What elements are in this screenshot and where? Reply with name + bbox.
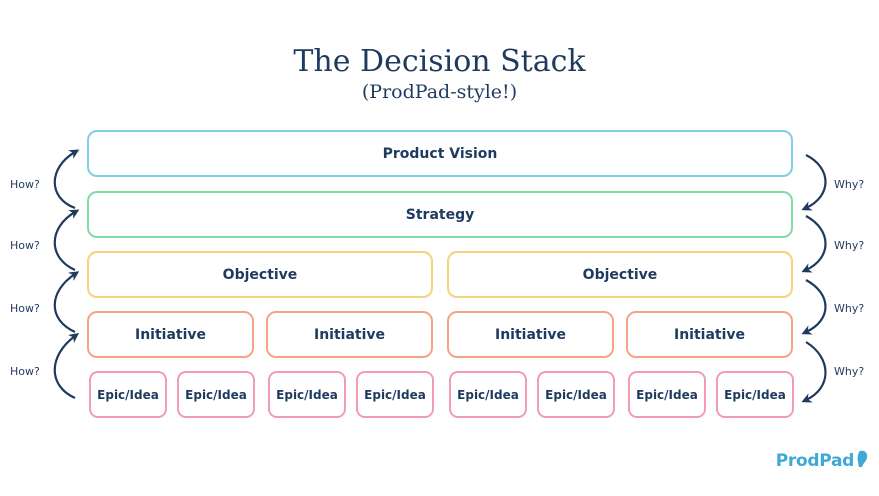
epic-idea-box: Epic/Idea — [89, 371, 167, 418]
epic-idea-box: Epic/Idea — [177, 371, 255, 418]
objective-box: Objective — [447, 251, 793, 298]
diagram-subtitle: (ProdPad-style!) — [361, 81, 518, 103]
epic-idea-box: Epic/Idea — [356, 371, 434, 418]
prodpad-logo: ProdPad — [776, 450, 869, 472]
how-arrow-3 — [53, 271, 80, 334]
initiative-box: Initiative — [87, 311, 254, 358]
epic-idea-box: Epic/Idea — [449, 371, 527, 418]
how-label-4: How? — [10, 365, 40, 378]
how-arrow-4 — [53, 333, 80, 400]
initiative-box: Initiative — [266, 311, 433, 358]
why-label-4: Why? — [834, 365, 865, 378]
objective-box: Objective — [87, 251, 433, 298]
how-label-3: How? — [10, 302, 40, 315]
initiative-box: Initiative — [447, 311, 614, 358]
diagram-title: The Decision Stack — [293, 44, 586, 79]
product-vision-box: Product Vision — [87, 130, 793, 177]
how-arrow-1 — [53, 149, 80, 210]
how-label-2: How? — [10, 239, 40, 252]
epic-idea-box: Epic/Idea — [628, 371, 706, 418]
epic-idea-box: Epic/Idea — [716, 371, 794, 418]
why-label-1: Why? — [834, 178, 865, 191]
why-label-3: Why? — [834, 302, 865, 315]
why-arrow-2 — [801, 215, 827, 273]
epic-idea-box: Epic/Idea — [268, 371, 346, 418]
why-label-2: Why? — [834, 239, 865, 252]
why-arrow-1 — [801, 154, 827, 211]
logo-wordmark: ProdPad — [775, 451, 855, 471]
how-label-1: How? — [10, 178, 40, 191]
epic-idea-box: Epic/Idea — [537, 371, 615, 418]
footprint-icon — [857, 450, 869, 472]
strategy-box: Strategy — [87, 191, 793, 238]
why-arrow-4 — [801, 341, 827, 403]
initiative-box: Initiative — [626, 311, 793, 358]
why-arrow-3 — [801, 279, 827, 335]
how-arrow-2 — [53, 209, 80, 272]
